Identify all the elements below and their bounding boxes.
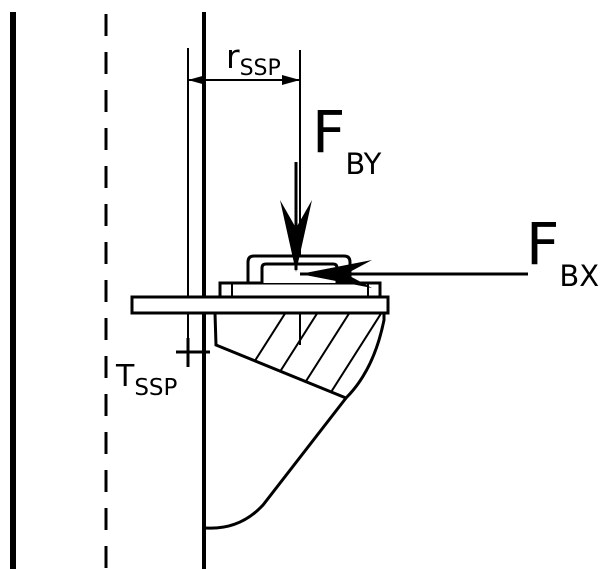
vertical-force-label: FBY: [312, 98, 382, 181]
radius-dimension: [188, 75, 300, 85]
tangent-label: TSSP: [115, 359, 178, 401]
horizontal-force-arrow: [300, 260, 528, 288]
horizontal-force-label: FBX: [526, 210, 599, 293]
base-plate: [218, 281, 382, 299]
vertical-force-arrow: [280, 162, 312, 272]
bracket-lower: [205, 397, 348, 530]
tangent-marker: [176, 338, 210, 367]
radius-label: rSSP: [226, 37, 281, 81]
support-plate: [130, 295, 390, 315]
